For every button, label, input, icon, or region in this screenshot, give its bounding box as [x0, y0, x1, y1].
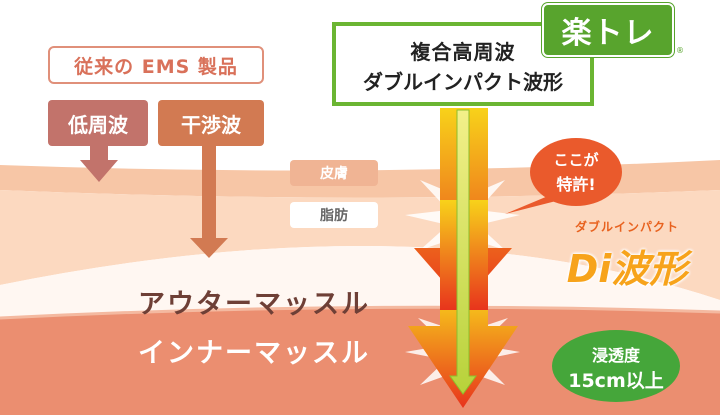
registered-mark: ®: [676, 46, 684, 55]
di-wave-subtitle: ダブルインパクト: [574, 220, 679, 234]
patent-bubble-tail: [505, 196, 560, 214]
outer-muscle-label: アウターマッスル: [138, 289, 370, 320]
outer-muscle-band: [0, 245, 720, 318]
patent-line1: ここが: [553, 151, 599, 169]
di-wave-title: Di波形: [566, 247, 688, 291]
composite-subtitle: ダブルインパクト波形: [363, 70, 563, 94]
inner-green-arrow: [449, 109, 477, 395]
penetration-value: 15cm以上: [568, 370, 664, 392]
fat-band: [0, 190, 720, 300]
penetration-bubble: 浸透度 15cm以上: [552, 330, 680, 402]
inner-muscle-band: [0, 307, 720, 415]
penetration-label: 浸透度: [591, 346, 640, 365]
low-frequency-label: 低周波: [48, 100, 148, 146]
inner-muscle-label: インナーマッスル: [138, 338, 370, 369]
interference-label: 干渉波: [158, 100, 264, 146]
interference-arrow: [190, 146, 228, 258]
low-frequency-arrow: [80, 146, 118, 182]
composite-title: 複合高周波: [410, 40, 516, 64]
patent-bubble: ここが 特許!: [530, 138, 622, 206]
fat-label: 脂肪: [290, 202, 378, 228]
skin-label: 皮膚: [290, 160, 378, 186]
legacy-ems-title: 従来の EMS 製品: [48, 46, 264, 84]
rakutore-logo: 楽トレ: [542, 3, 674, 57]
patent-line2: 特許!: [556, 175, 596, 194]
